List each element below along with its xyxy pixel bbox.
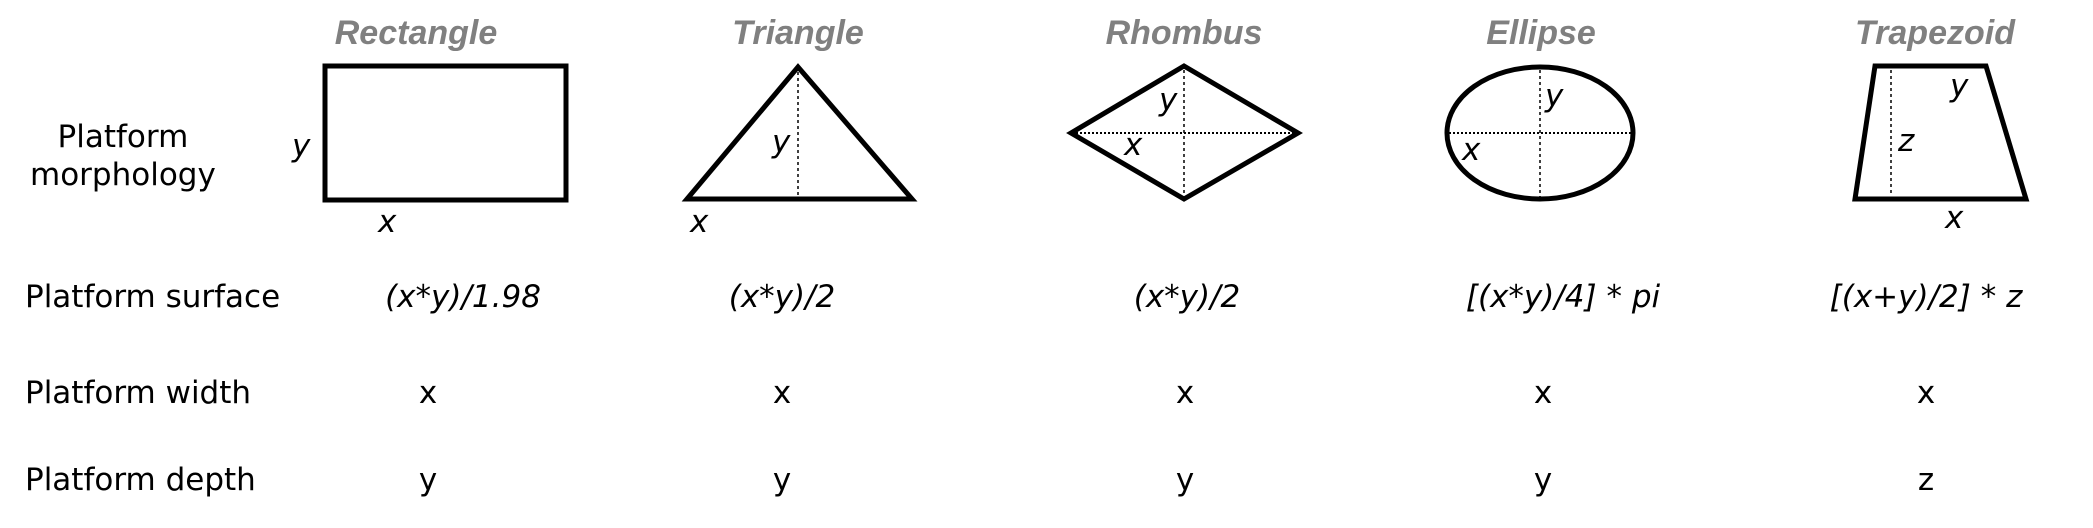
shape-title-triangle: Triangle — [732, 14, 864, 52]
width-trapezoid: x — [1916, 375, 1936, 411]
width-rectangle: x — [418, 375, 438, 411]
rectangle-label-y: y — [291, 128, 311, 164]
shape-title-rhombus: Rhombus — [1105, 14, 1263, 52]
ellipse-label-y: y — [1544, 78, 1564, 114]
depth-triangle: y — [772, 462, 792, 498]
rectangle-shape: y x — [291, 63, 569, 240]
row-label-morphology-line1: Platform — [57, 119, 189, 155]
ellipse-label-x: x — [1461, 132, 1481, 168]
shape-title-ellipse: Ellipse — [1486, 14, 1596, 52]
trapezoid-label-x: x — [1944, 200, 1964, 236]
width-rhombus: x — [1175, 375, 1195, 411]
triangle-label-y: y — [771, 124, 791, 160]
shape-title-trapezoid: Trapezoid — [1855, 14, 2015, 52]
row-label-depth: Platform depth — [25, 462, 256, 498]
triangle-label-x: x — [689, 204, 709, 240]
depth-rhombus: y — [1175, 462, 1195, 498]
depth-ellipse: y — [1533, 462, 1553, 498]
surface-rhombus: (x*y)/2 — [1133, 279, 1241, 315]
surface-rectangle: (x*y)/1.98 — [385, 279, 541, 315]
surface-ellipse: [(x*y)/4] * pi — [1465, 279, 1661, 315]
row-label-surface: Platform surface — [25, 279, 281, 315]
triangle-shape: y x — [681, 63, 918, 240]
rectangle-label-x: x — [377, 204, 397, 240]
trapezoid-label-z: z — [1897, 123, 1915, 159]
rhombus-label-x: x — [1123, 127, 1143, 163]
depth-trapezoid: z — [1917, 462, 1935, 498]
width-ellipse: x — [1533, 375, 1553, 411]
trapezoid-shape: y z x — [1852, 63, 2030, 236]
row-label-morphology-line2: morphology — [30, 157, 216, 193]
rhombus-label-y: y — [1158, 82, 1178, 118]
trapezoid-label-y: y — [1949, 68, 1969, 104]
row-label-width: Platform width — [25, 375, 252, 411]
shape-title-rectangle: Rectangle — [334, 14, 498, 52]
row-label-morphology: Platform morphology — [30, 118, 216, 194]
surface-trapezoid: [(x+y)/2] * z — [1829, 279, 2023, 315]
depth-rectangle: y — [418, 462, 438, 498]
rhombus-shape: y x — [1066, 63, 1303, 202]
ellipse-shape: y x — [1444, 64, 1636, 202]
surface-triangle: (x*y)/2 — [728, 279, 836, 315]
width-triangle: x — [772, 375, 792, 411]
